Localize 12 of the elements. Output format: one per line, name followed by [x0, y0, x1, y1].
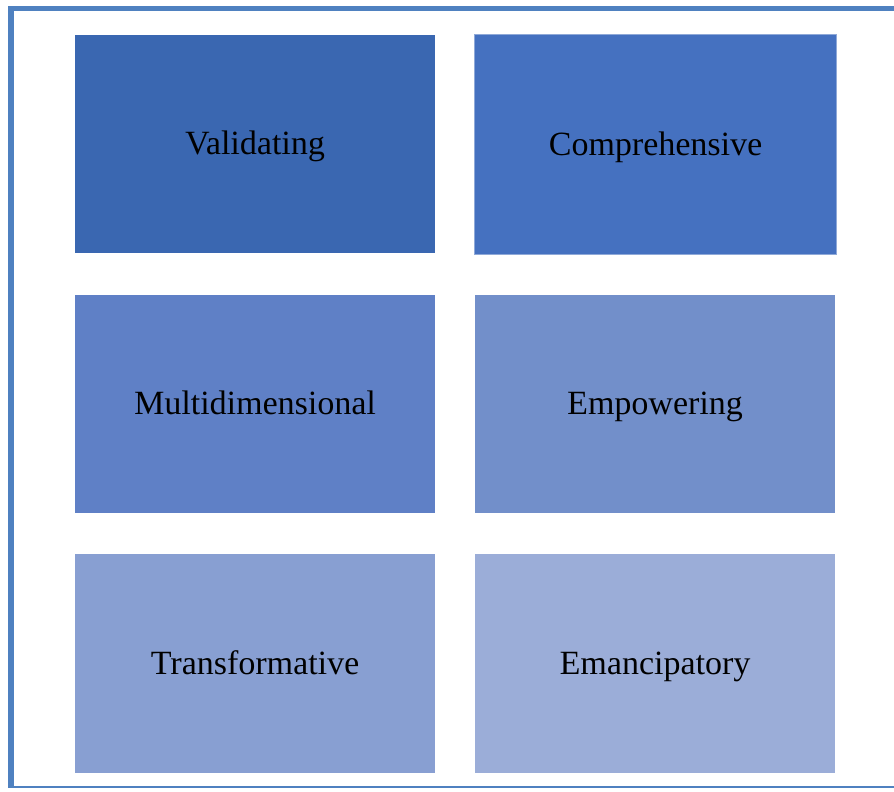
concept-box [474, 34, 837, 255]
box-label: Transformative [150, 644, 360, 682]
concept-box [475, 554, 835, 773]
concept-box [475, 295, 835, 513]
box-label: Empowering [567, 385, 743, 423]
concept-box [75, 35, 435, 253]
box-label: Comprehensive [548, 126, 762, 164]
box-label: Multidimensional [134, 385, 376, 423]
concept-box [75, 554, 435, 773]
box-label: Validating [185, 125, 325, 163]
concept-box [75, 295, 435, 513]
box-label: Emancipatory [560, 644, 750, 682]
